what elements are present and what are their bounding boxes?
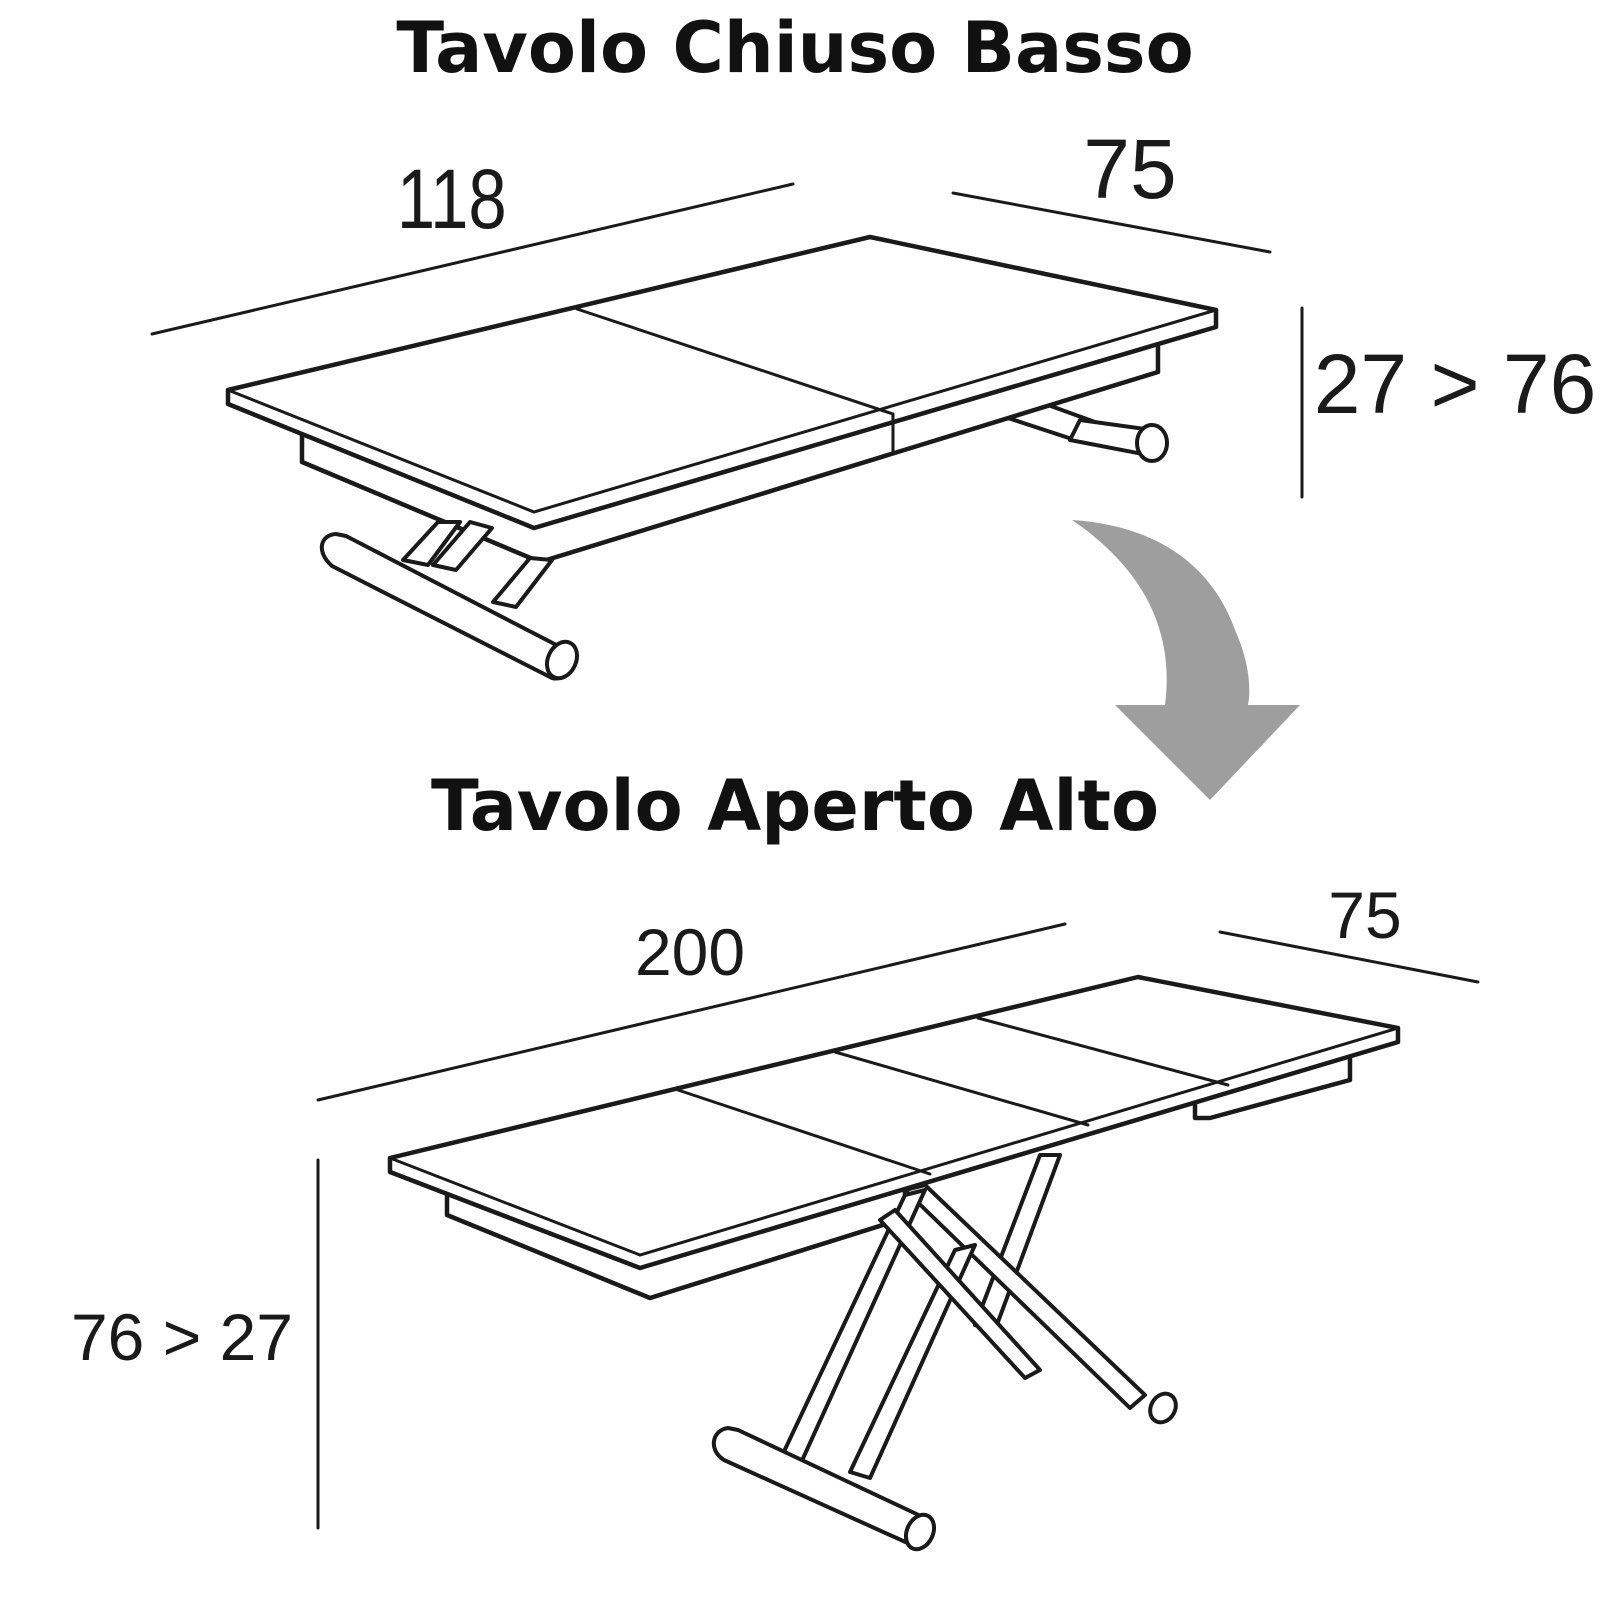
bottom-split-line-2 bbox=[833, 1050, 1090, 1127]
down-arrow-icon bbox=[1072, 520, 1300, 800]
top-title: Tavolo Chiuso Basso bbox=[396, 7, 1193, 89]
top-depth-label: 75 bbox=[1083, 122, 1176, 216]
top-length-dim-line bbox=[150, 182, 795, 336]
top-depth-dim-line bbox=[951, 191, 1272, 254]
bottom-length-label: 200 bbox=[635, 915, 745, 989]
top-length-label: 118 bbox=[397, 153, 507, 247]
bottom-height-label: 76 > 27 bbox=[71, 1300, 293, 1374]
top-tabletop-edge bbox=[226, 308, 1218, 514]
top-front-leg bbox=[320, 520, 580, 681]
bottom-back-leg bbox=[903, 1153, 1178, 1425]
top-back-leg bbox=[1006, 403, 1169, 463]
bottom-tabletop-edge bbox=[388, 1026, 1400, 1257]
top-height-label: 27 > 76 bbox=[1314, 337, 1597, 431]
bottom-split-line-3 bbox=[976, 1016, 1230, 1087]
top-split-line bbox=[575, 307, 895, 416]
bottom-depth-label: 75 bbox=[1328, 878, 1401, 952]
bottom-tabletop bbox=[387, 974, 1401, 1271]
bottom-length-dim-line bbox=[316, 922, 1067, 1102]
bottom-split-line-1 bbox=[673, 1087, 932, 1176]
bottom-title: Tavolo Aperto Alto bbox=[431, 765, 1159, 847]
bottom-depth-dim-line bbox=[1218, 930, 1480, 984]
top-tabletop bbox=[225, 234, 1219, 531]
bottom-front-leg bbox=[712, 1188, 1042, 1552]
